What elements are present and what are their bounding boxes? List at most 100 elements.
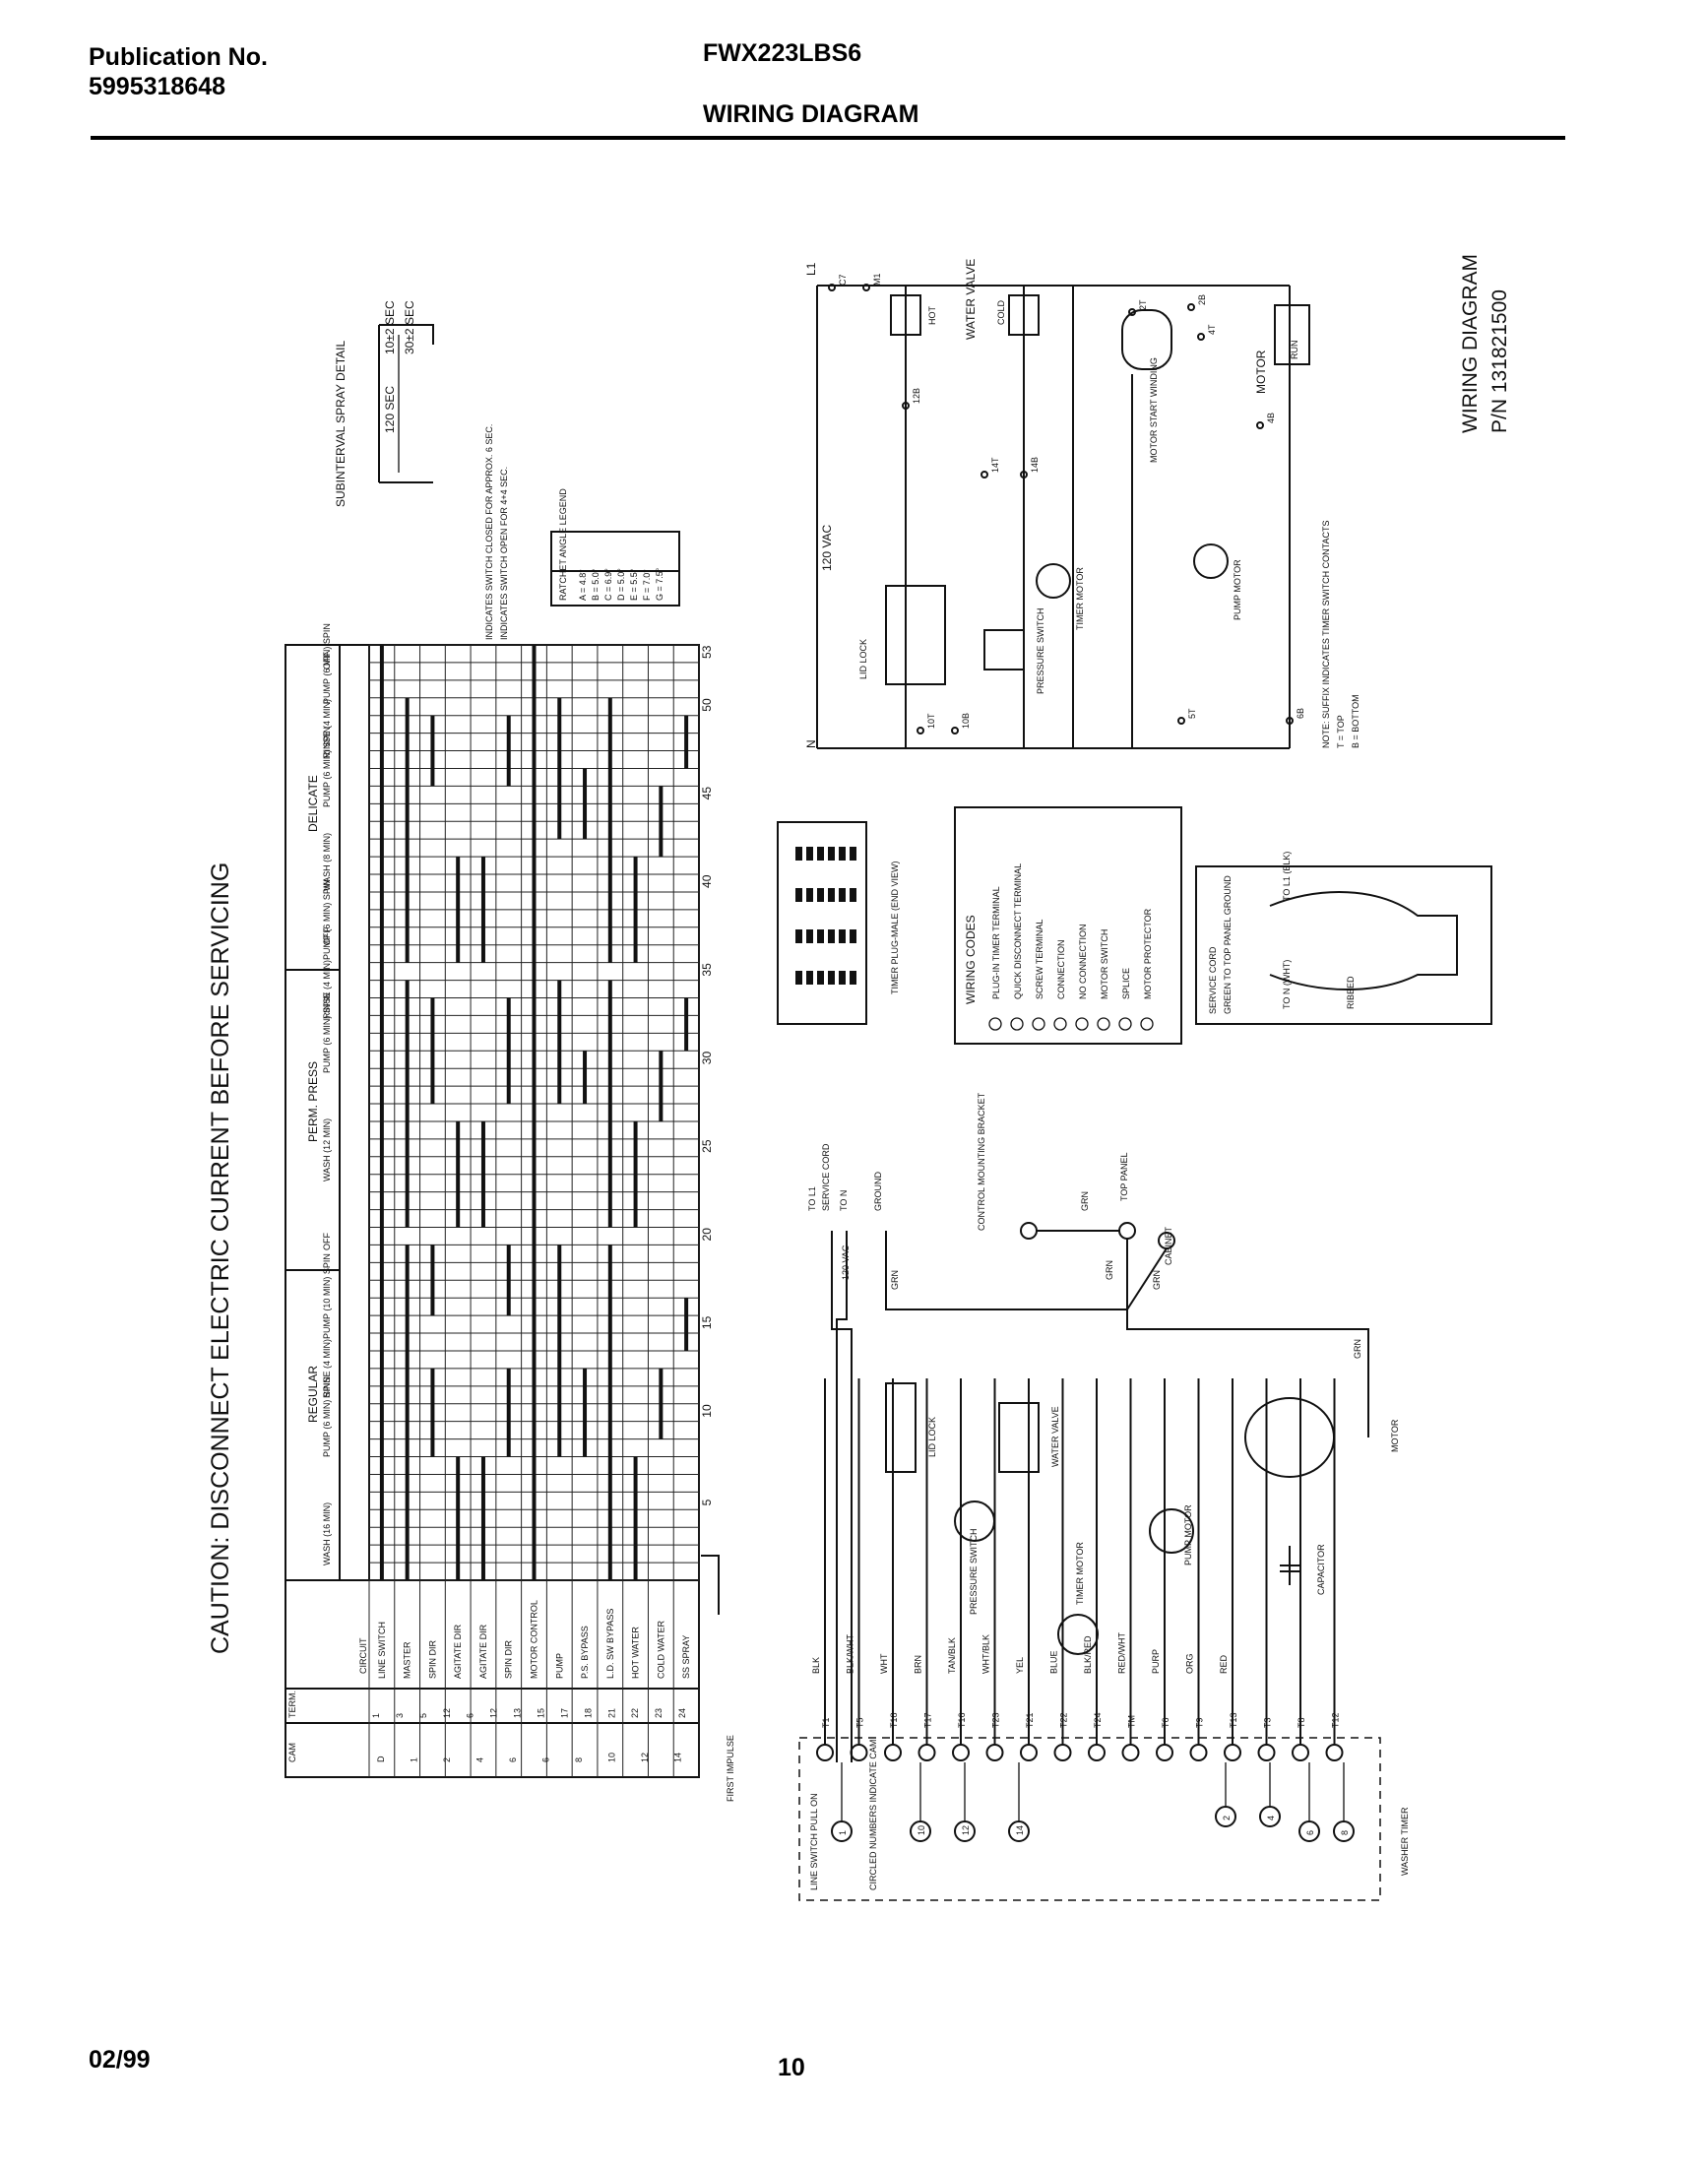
interval-14: PUMP (6 MIN) SPIN (322, 623, 332, 704)
cycle-regular: REGULAR (306, 1366, 320, 1423)
ratchet-entry: D = 5.0° (616, 568, 626, 601)
plug-pin (806, 929, 813, 943)
plug-pin (828, 847, 835, 861)
circuit-label: MOTOR CONTROL (530, 1600, 539, 1679)
contact-point (1128, 308, 1136, 316)
circuit-label: LINE SWITCH (377, 1622, 387, 1679)
wire-color-label: RED (1219, 1654, 1229, 1674)
wire-color-label: BLUE (1049, 1650, 1059, 1674)
pictorial-grn-5: GRN (1353, 1339, 1362, 1359)
terminal-label: T23 (991, 1712, 1001, 1728)
pictorial-grn-4: GRN (890, 1270, 900, 1290)
terminal-label: T9 (1195, 1717, 1205, 1728)
timer-terminal (1325, 1744, 1344, 1761)
wire-color-label: WHT (879, 1653, 889, 1674)
terminal-label: T22 (1059, 1712, 1069, 1728)
code-symbol (1010, 1017, 1024, 1031)
plug-pin (806, 888, 813, 902)
plug-pin (806, 847, 813, 861)
subinterval-10: 10±2 SEC (383, 300, 397, 354)
circuit-label: AGITATE DIR (478, 1624, 488, 1679)
interval-5: OFF (322, 1233, 332, 1250)
circled-numbers-label: CIRCLED NUMBERS INDICATE CAM (868, 1740, 878, 1890)
plug-pin (828, 971, 835, 985)
pictorial-timer-motor-label: TIMER MOTOR (1075, 1542, 1085, 1605)
contact-point (1177, 717, 1185, 725)
contact-point (1286, 717, 1294, 725)
timer-terminal (1224, 1744, 1241, 1761)
circuit-label: SPIN DIR (427, 1639, 437, 1679)
ratchet-entry: G = 7.5° (655, 567, 664, 601)
term-label: 23 (654, 1708, 664, 1718)
circuit-header: CIRCUIT (358, 1637, 368, 1674)
footer-date: 02/99 (89, 2046, 151, 2074)
terminal-label: T17 (923, 1712, 933, 1728)
terminal-label: T6 (1161, 1717, 1170, 1728)
cam-number: 1 (838, 1830, 848, 1835)
first-impulse-arrow (701, 1555, 720, 1615)
term-label: 21 (606, 1708, 616, 1718)
wire-l1 (831, 1231, 853, 1762)
code-symbol (988, 1017, 1002, 1031)
suffix-note-top: T = TOP (1336, 715, 1346, 748)
service-cord-to-l1: TO L1 (BLK) (1282, 852, 1292, 901)
pictorial-grn-1: GRN (1080, 1191, 1090, 1211)
code-item-label: NO CONNECTION (1078, 925, 1088, 1000)
contact-point (902, 402, 910, 410)
subinterval-spray-detail: SUBINTERVAL SPRAY DETAIL 120 SEC 10±2 SE… (334, 300, 680, 640)
service-cord-box (1195, 865, 1492, 1025)
terminal-label: T12 (1331, 1712, 1341, 1728)
timer-chart: DELICATE PERM. PRESS REGULAR WASH (16 MI… (285, 623, 735, 1802)
pictorial-grn-2: GRN (1105, 1260, 1114, 1280)
diagram-title: WIRING DIAGRAM (1459, 254, 1482, 433)
cycle-delicate: DELICATE (306, 775, 320, 832)
terminal-label: T1 (821, 1717, 831, 1728)
caution-text: CAUTION: DISCONNECT ELECTRIC CURRENT BEF… (207, 862, 234, 1654)
plug-pin (850, 847, 856, 861)
timer-terminal (985, 1744, 1004, 1761)
interval-15: OFF (322, 652, 332, 670)
cam-label: 6 (508, 1757, 518, 1762)
ratchet-legend-entries: A = 4.8°B = 5.0°C = 6.9°D = 5.0°E = 5.5°… (578, 567, 664, 601)
pictorial-capacitor (1280, 1546, 1299, 1585)
term-header: TERM. (287, 1691, 297, 1718)
pressure-switch-label: PRESSURE SWITCH (1036, 607, 1045, 694)
diagram-pn: P/N 131821500 (1488, 289, 1511, 433)
publication-label: Publication No. (89, 43, 268, 71)
cycle-perm-press: PERM. PRESS (306, 1061, 320, 1142)
code-symbol (1118, 1017, 1132, 1031)
first-impulse-label: FIRST IMPULSE (726, 1735, 735, 1802)
wiring-codes-title: WIRING CODES (964, 915, 978, 1004)
increment-number: 35 (700, 963, 714, 977)
term-label: 13 (513, 1708, 523, 1718)
pictorial-water-valve (998, 1402, 1040, 1473)
top-panel-ground-symbol (1118, 1222, 1136, 1240)
code-item-label: MOTOR PROTECTOR (1143, 908, 1153, 999)
interval-13: RINSE (4 MIN) (322, 699, 332, 758)
bracket-ground-symbol (1020, 1222, 1038, 1240)
term-label: 18 (583, 1708, 593, 1718)
timer-terminal (850, 1744, 868, 1761)
interval-1: WASH (16 MIN) (322, 1502, 332, 1565)
pictorial-pump-motor-label: PUMP MOTOR (1183, 1504, 1193, 1565)
increment-number: 20 (700, 1228, 714, 1242)
pictorial-to-n: TO N (839, 1190, 849, 1211)
plug-pin (839, 847, 846, 861)
contact-label: M1 (872, 273, 882, 286)
ratchet-legend-title: RATCHET ANGLE LEGEND (558, 488, 568, 601)
pump-motor-label: PUMP MOTOR (1233, 559, 1242, 620)
wire-color-label: ORG (1185, 1653, 1195, 1674)
term-label: 24 (677, 1708, 687, 1718)
contact-point (951, 727, 959, 734)
plug-pin (817, 847, 824, 861)
plug-pin (817, 888, 824, 902)
circuit-label: MASTER (403, 1641, 412, 1679)
timer-terminal (952, 1744, 970, 1761)
plug-pin (828, 929, 835, 943)
service-cord-to-n: TO N (WHT) (1282, 960, 1292, 1009)
